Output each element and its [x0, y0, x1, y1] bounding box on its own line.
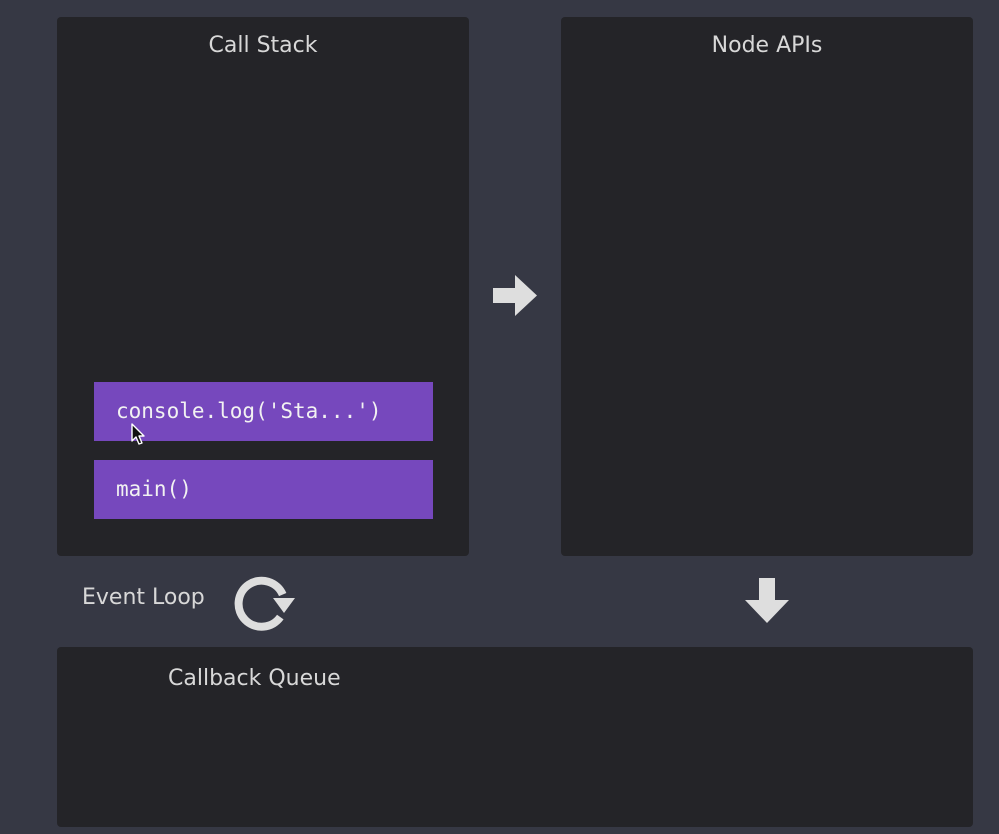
- event-loop-label: Event Loop: [82, 585, 205, 610]
- arrow-right-icon: [493, 275, 537, 316]
- node-apis-title: Node APIs: [711, 33, 823, 58]
- node-apis-panel: Node APIs: [561, 17, 973, 556]
- callback-queue-title: Callback Queue: [168, 666, 341, 691]
- stack-frame-main: main(): [94, 460, 433, 519]
- mouse-pointer-icon: [131, 423, 145, 445]
- call-stack-title: Call Stack: [208, 33, 318, 58]
- arrow-down-icon: [745, 578, 789, 623]
- callback-queue-panel: Callback Queue: [57, 647, 973, 827]
- stack-frame-console-log: console.log('Sta...'): [94, 382, 433, 441]
- call-stack-panel: Call Stack console.log('Sta...') main(): [57, 17, 469, 556]
- refresh-icon: [234, 576, 295, 631]
